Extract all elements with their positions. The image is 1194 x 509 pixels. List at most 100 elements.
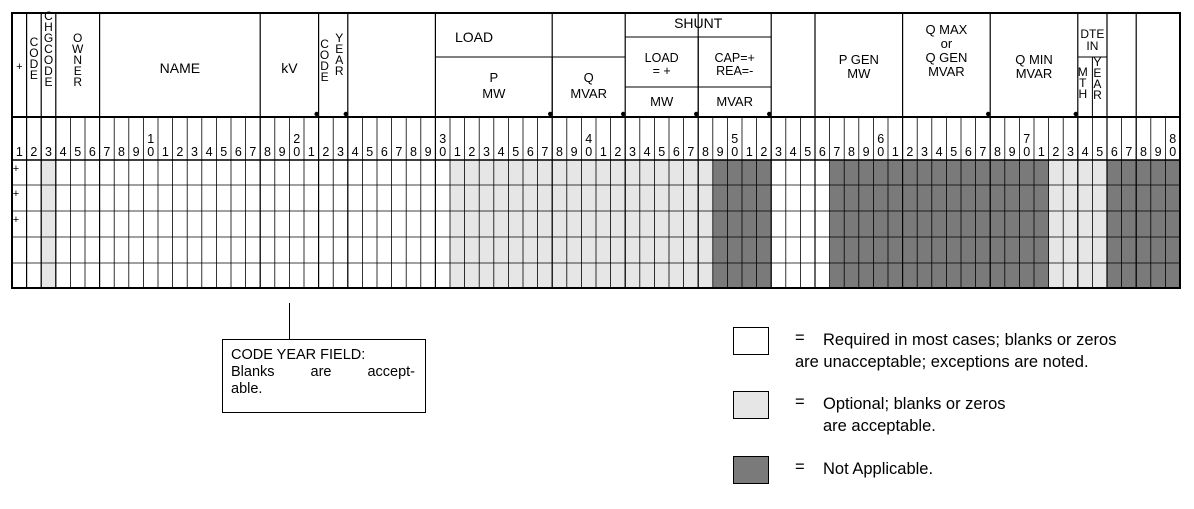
owner-header-label: R [73,75,82,89]
column-number: 2 [614,145,621,159]
not-applicable-field [829,160,1049,288]
column-number: 7 [541,145,548,159]
column-number: 2 [176,145,183,159]
column-number: 9 [717,145,724,159]
column-number: 4 [790,145,797,159]
column-number: 8 [702,145,709,159]
column-number: 4 [60,145,67,159]
code-year-header-label: A [335,53,343,67]
p-gen-label: P GEN [839,52,879,67]
q-max-label: MVAR [928,64,965,79]
column-number: 8 [264,145,271,159]
date-month-label: M [1078,65,1088,79]
column-number: 3 [775,145,782,159]
legend-not-applicable-text: Not Applicable. [823,458,933,480]
required-swatch [733,327,769,355]
column-number: 8 [1140,145,1147,159]
shunt-cap-label: CAP=+ [715,51,755,65]
column-number: 5 [804,145,811,159]
load-p-label: P [489,70,498,85]
legend-equals: = [795,393,805,411]
column-tens-marker: 5 [731,132,738,146]
chg-code-header-label: G [44,31,53,45]
column-number: 3 [1067,145,1074,159]
row-plus-mark: + [13,188,19,200]
column-number: 4 [936,145,943,159]
callout-line-2-c: accept- [367,364,415,380]
column-number: 5 [658,145,665,159]
column-number: 3 [921,145,928,159]
legend-required-text: Required in most cases; blanks or zeros … [795,329,1116,373]
owner-header-label: N [73,53,82,67]
date-month-label: H [1078,87,1087,101]
column-number: 9 [279,145,286,159]
date-in-label: DTE [1080,27,1104,41]
field-end-dot [986,111,991,117]
column-number: 4 [206,145,213,159]
column-number: 8 [994,145,1001,159]
chg-code-header-label: H [44,20,53,34]
chg-code-header-label: D [44,64,53,78]
field-end-dot [548,111,553,117]
p-gen-units: MW [847,66,871,81]
shunt-load-sign: = + [653,64,671,78]
owner-header-label: E [74,64,82,78]
q-max-label: Q GEN [925,50,967,65]
optional-swatch [733,391,769,419]
column-number: 0 [1023,145,1030,159]
column-number: 1 [454,145,461,159]
column-number: 2 [468,145,475,159]
legend-equals: = [795,329,805,347]
column-number: 5 [950,145,957,159]
field-end-dot [314,111,319,117]
column-number: 0 [147,145,154,159]
column-tens-marker: 1 [147,132,154,146]
row-plus-mark: + [13,163,19,175]
column-number: 9 [1009,145,1016,159]
not-applicable-swatch [733,456,769,484]
q-min-label: Q MIN [1015,52,1053,67]
column-tens-marker: 2 [293,132,300,146]
date-year-label: E [1093,66,1101,80]
column-number: 6 [965,145,972,159]
q-max-label: Q MAX [925,22,967,37]
column-number: 1 [600,145,607,159]
callout-leader-line [289,303,290,339]
plus-header-label: + [16,61,22,73]
chg-code-header-label: O [44,53,53,67]
code-header-label: O [29,46,38,60]
column-number: 6 [527,145,534,159]
column-number: 4 [644,145,651,159]
column-number: 7 [249,145,256,159]
column-number: 6 [819,145,826,159]
callout-line-3: able. [231,381,263,397]
column-number: 7 [395,145,402,159]
column-number: 0 [731,145,738,159]
column-number: 9 [571,145,578,159]
legend-required-line-2: are unacceptable; exceptions are noted. [795,353,1089,371]
not-applicable-field [1107,160,1180,288]
shunt-mvar-label: MVAR [716,94,753,109]
column-number: 9 [1155,145,1162,159]
column-number: 6 [673,145,680,159]
callout-line-2-a: Blanks [231,364,275,380]
owner-header-label: O [73,31,82,45]
column-number: 9 [863,145,870,159]
column-number: 6 [235,145,242,159]
column-number: 5 [220,145,227,159]
kv-header-label: kV [281,60,298,76]
date-in-label: IN [1086,39,1098,53]
field-end-dot [1073,111,1079,117]
column-number: 1 [892,145,899,159]
column-number: 1 [1038,145,1045,159]
load-header-label: LOAD [455,29,493,45]
column-number: 5 [1096,145,1103,159]
column-number: 7 [103,145,110,159]
column-number: 5 [366,145,373,159]
column-number: 4 [1082,145,1089,159]
column-number: 1 [162,145,169,159]
column-number: 6 [89,145,96,159]
